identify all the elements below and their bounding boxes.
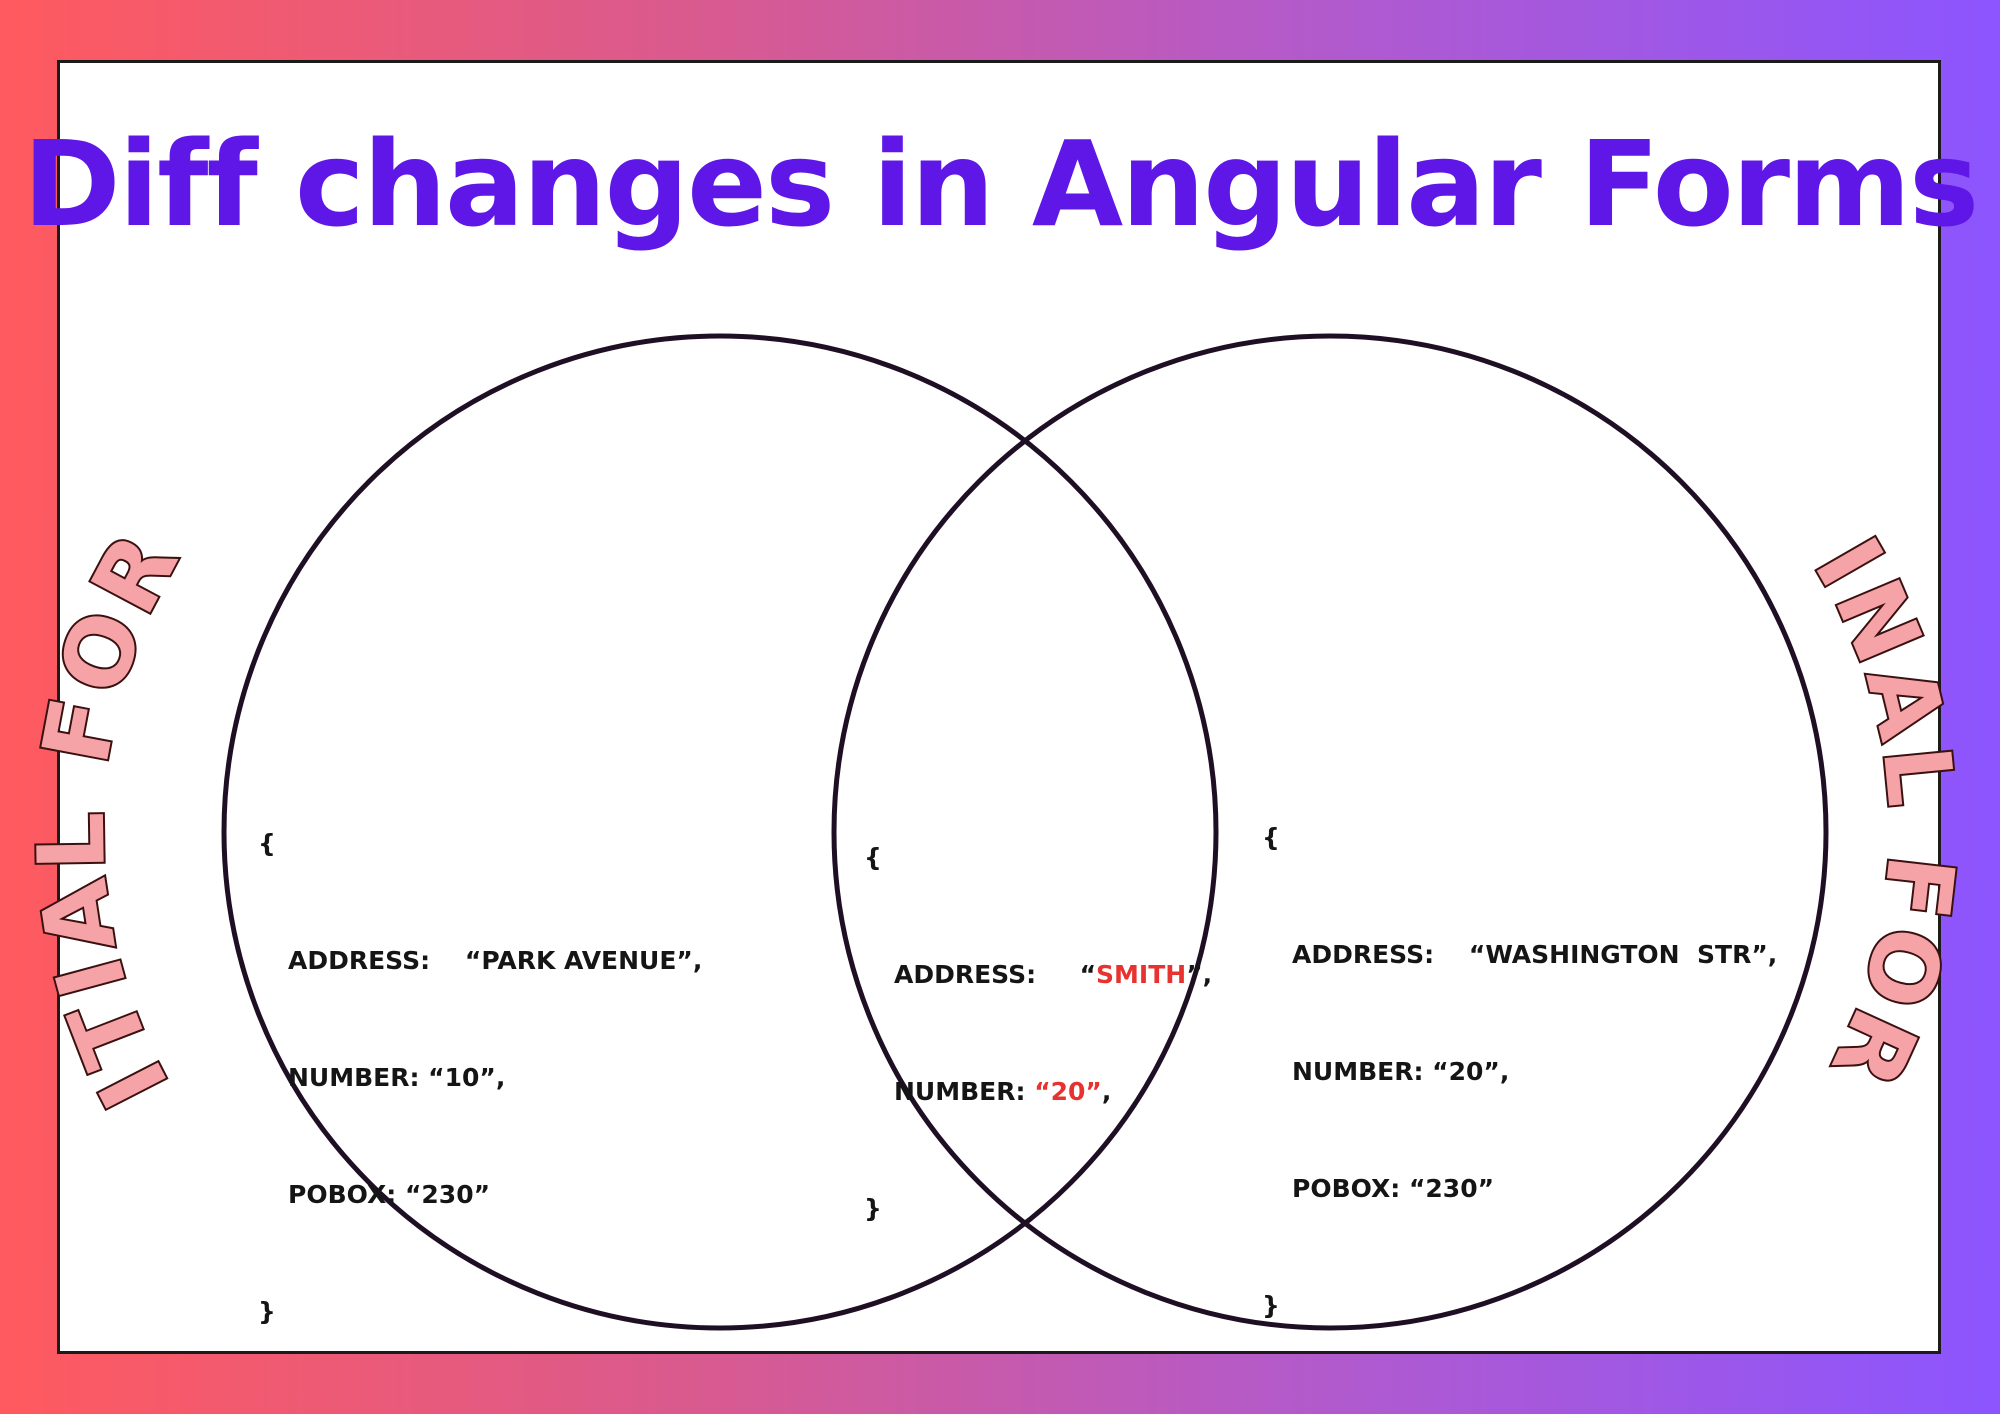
pobox-line: POBOX: “230” <box>1292 1174 1495 1203</box>
number-line: NUMBER: “20”, <box>864 1072 1212 1111</box>
close-brace: } <box>864 1194 882 1223</box>
number-value: “20” <box>1034 1077 1102 1106</box>
open-brace: { <box>864 843 882 872</box>
address-key: ADDRESS: <box>1292 940 1435 969</box>
number-comma: , <box>1101 1077 1112 1106</box>
number-line: NUMBER: “10”, <box>288 1063 506 1092</box>
common-changes-code: { ADDRESS: “SMITH”, NUMBER: “20”, } <box>864 760 1212 1267</box>
quote-close: ”, <box>1186 960 1213 989</box>
address-value: “PARK AVENUE”, <box>464 946 703 975</box>
address-value: “WASHINGTON STR”, <box>1468 940 1778 969</box>
initial-form-code: { ADDRESS: “PARK AVENUE”, NUMBER: “10”, … <box>258 746 702 1370</box>
address-line: ADDRESS: “WASHINGTON STR”, <box>1262 935 1777 974</box>
open-brace: { <box>1262 823 1280 852</box>
address-key: ADDRESS: <box>288 946 431 975</box>
initial-form-label: INITIAL FORM <box>0 0 201 1124</box>
address-value: SMITH <box>1096 960 1187 989</box>
quote-open: “ <box>1079 960 1097 989</box>
address-line: ADDRESS: “PARK AVENUE”, <box>258 941 702 980</box>
initial-form-circle <box>221 333 1219 1331</box>
number-line: NUMBER: “20”, <box>1292 1057 1510 1086</box>
address-key: ADDRESS: <box>894 960 1037 989</box>
final-form-circle <box>831 333 1829 1331</box>
close-brace: } <box>1262 1291 1280 1320</box>
number-key: NUMBER: <box>894 1077 1035 1106</box>
pobox-line: POBOX: “230” <box>288 1180 491 1209</box>
page-title: Diff changes in Angular Forms <box>22 115 1980 253</box>
address-line: ADDRESS: “SMITH”, <box>864 955 1212 994</box>
close-brace: } <box>258 1297 276 1326</box>
open-brace: { <box>258 829 276 858</box>
final-form-code: { ADDRESS: “WASHINGTON STR”, NUMBER: “20… <box>1262 740 1777 1364</box>
diagram-card <box>57 60 1941 1354</box>
